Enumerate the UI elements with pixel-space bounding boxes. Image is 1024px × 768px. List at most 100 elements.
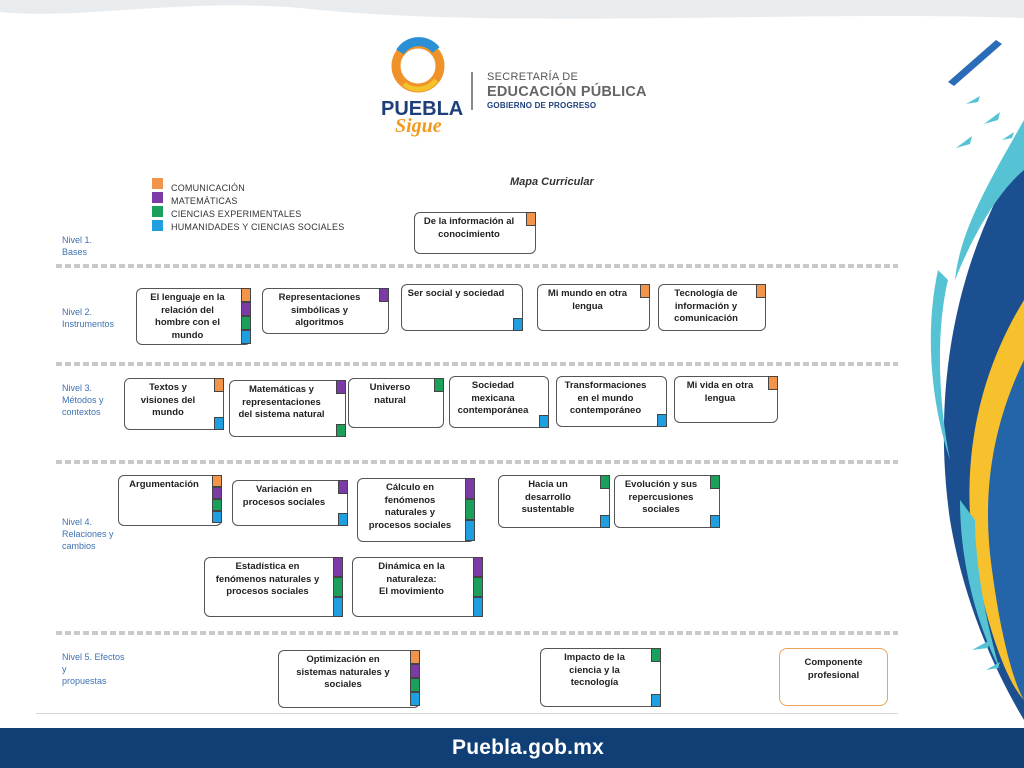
area-tag-humanidades [513,318,523,331]
area-tag-humanidades [241,330,251,344]
area-tag-humanidades [539,415,549,428]
curriculum-node-label: Sociedad mexicana contemporánea [457,380,529,416]
level-label-1: Nivel 1. Bases [62,235,93,257]
area-tag-ciencias [710,475,720,489]
legend-label: CIENCIAS EXPERIMENTALES [171,209,302,219]
curriculum-node-label: Estadística en fenómenos naturales y pro… [215,561,320,597]
curriculum-node-label: Dinámica en la naturaleza: El movimiento [378,561,445,597]
logo-wordmark: PUEBLA [381,98,464,120]
legend-swatch-matematicas [152,192,163,203]
area-tag-matematicas [410,664,420,678]
area-tag-humanidades [651,694,661,707]
secretaria-line3: GOBIERNO DE PROGRESO [487,101,597,110]
curriculum-node-label: Evolución y sus repercusiones sociales [624,479,698,515]
level-separator [56,264,898,268]
area-tag-humanidades [410,692,420,706]
secretaria-line2: EDUCACIÓN PÚBLICA [487,84,647,100]
level-label-4: Nivel 4. Relaciones y cambios [62,517,114,551]
area-tag-humanidades [657,414,667,427]
legend-label: HUMANIDADES Y CIENCIAS SOCIALES [171,222,345,232]
curriculum-node-label: Cálculo en fenómenos naturales y proceso… [368,482,452,531]
curriculum-node: Mi vida en otra lengua [674,376,778,423]
curriculum-node: Ser social y sociedad [401,284,523,331]
logo-tagline: Sigue [395,115,442,137]
area-tag-humanidades [710,515,720,528]
level-separator [56,460,898,464]
logo-divider [471,72,473,110]
curriculum-node-label: Optimización en sistemas naturales y soc… [296,654,390,690]
map-title: Mapa Curricular [510,176,594,188]
area-tag-stack [241,288,251,344]
legend-swatch-humanidades [152,220,163,231]
area-tag-matematicas [212,487,222,499]
area-tag-stack [333,557,343,617]
area-tag-humanidades [600,515,610,528]
curriculum-node-label: Textos y visiones del mundo [140,382,196,418]
curriculum-node-label: Matemáticas y representaciones del siste… [238,384,325,420]
curriculum-node: Variación en procesos sociales [232,480,348,526]
level-separator [56,631,898,635]
curriculum-node-label: Componente profesional [804,657,863,681]
area-tag-comunicacion [212,475,222,487]
area-tag-humanidades [212,511,222,523]
level-separator [56,362,898,366]
footer-bar [0,728,1024,768]
area-tag-humanidades [465,520,475,541]
legend-label: COMUNICACIÓN [171,183,245,193]
curriculum-node: Dinámica en la naturaleza: El movimiento [352,557,483,617]
curriculum-node: Cálculo en fenómenos naturales y proceso… [357,478,475,542]
area-tag-comunicacion [526,212,536,226]
area-tag-ciencias [241,316,251,330]
area-tag-ciencias [600,475,610,489]
area-tag-ciencias [336,424,346,437]
area-tag-comunicacion [756,284,766,298]
curriculum-node: De la información al conocimiento [414,212,536,254]
area-tag-ciencias [212,499,222,511]
area-tag-matematicas [338,480,348,494]
curriculum-node: Evolución y sus repercusiones sociales [614,475,720,528]
level-label-3: Nivel 3. Métodos y contextos [62,383,104,417]
area-tag-ciencias [434,378,444,392]
curriculum-node-label: El lenguaje en la relación del hombre co… [150,292,225,341]
legend-label: MATEMÁTICAS [171,196,238,206]
curriculum-node-label: Impacto de la ciencia y la tecnología [564,652,625,688]
area-tag-humanidades [333,597,343,617]
curriculum-node-label: Representaciones simbólicas y algoritmos [278,292,361,328]
area-tag-matematicas [241,302,251,316]
curriculum-node: Textos y visiones del mundo [124,378,224,430]
area-tag-matematicas [465,478,475,499]
curriculum-node-label: Hacia un desarrollo sustentable [521,479,575,515]
curriculum-node: Impacto de la ciencia y la tecnología [540,648,661,707]
area-tag-matematicas [333,557,343,577]
curriculum-node-label: Transformaciones en el mundo contemporán… [564,380,647,416]
curriculum-node: Representaciones simbólicas y algoritmos [262,288,389,334]
legend-swatch-comunicacion [152,178,163,189]
curriculum-node-label: Tecnología de información y comunicación [674,288,738,324]
curriculum-node: Argumentación [118,475,222,526]
area-tag-comunicacion [214,378,224,392]
area-tag-ciencias [410,678,420,692]
curriculum-node: Universo natural [348,378,444,428]
curriculum-node: Matemáticas y representaciones del siste… [229,380,346,437]
curriculum-map-panel [36,165,898,714]
footer-url[interactable]: Puebla.gob.mx [452,736,604,759]
area-tag-humanidades [214,417,224,430]
curriculum-node: Estadística en fenómenos naturales y pro… [204,557,343,617]
area-tag-comunicacion [410,650,420,664]
curriculum-node: Componente profesional [779,648,888,706]
area-tag-ciencias [465,499,475,520]
area-tag-matematicas [336,380,346,394]
area-tag-comunicacion [241,288,251,302]
area-tag-stack [410,650,420,706]
curriculum-node: Tecnología de información y comunicación [658,284,766,331]
area-tag-humanidades [338,513,348,526]
curriculum-node: El lenguaje en la relación del hombre co… [136,288,251,345]
curriculum-node-label: Argumentación [129,479,199,490]
area-tag-stack [212,475,222,523]
area-tag-ciencias [333,577,343,597]
area-tag-comunicacion [640,284,650,298]
curriculum-node-label: Variación en procesos sociales [242,484,326,508]
curriculum-node-label: Mi mundo en otra lengua [547,288,628,312]
area-tag-ciencias [651,648,661,662]
